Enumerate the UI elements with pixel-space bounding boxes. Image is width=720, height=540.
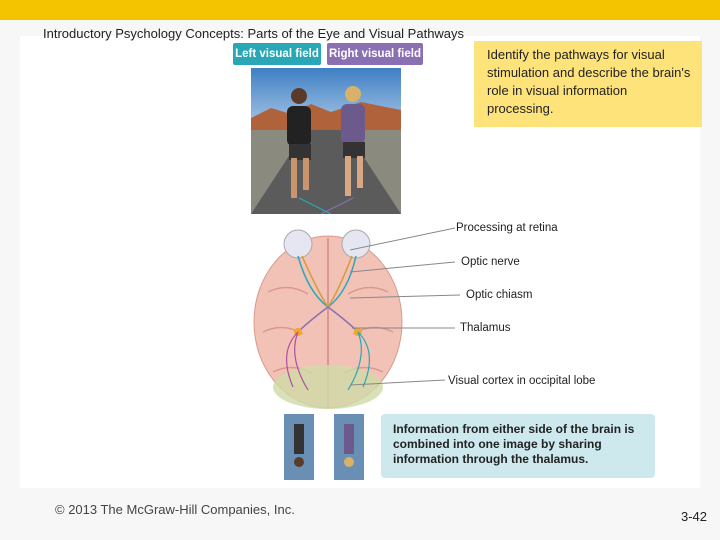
top-accent-bar: [0, 0, 720, 20]
callout-thalamus: Thalamus: [460, 322, 511, 334]
inverted-image-thumbnails: [284, 414, 364, 480]
left-visual-field-label: Left visual field: [233, 43, 321, 65]
callout-visual-cortex: Visual cortex in occipital lobe: [448, 375, 595, 387]
callout-optic-chiasm: Optic chiasm: [466, 289, 532, 301]
right-visual-field-label: Right visual field: [327, 43, 423, 65]
copyright-notice: © 2013 The McGraw-Hill Companies, Inc.: [55, 502, 295, 517]
callout-processing-at-retina: Processing at retina: [456, 222, 558, 234]
slide-number: 3-42: [681, 509, 707, 524]
callout-optic-nerve: Optic nerve: [461, 256, 520, 268]
slide-title: Introductory Psychology Concepts: Parts …: [43, 26, 464, 41]
runners-photo: [251, 68, 401, 214]
learning-objective-note: Identify the pathways for visual stimula…: [474, 41, 702, 127]
callout-leader-lines: [350, 220, 460, 395]
info-box: Information from either side of the brai…: [381, 414, 655, 478]
